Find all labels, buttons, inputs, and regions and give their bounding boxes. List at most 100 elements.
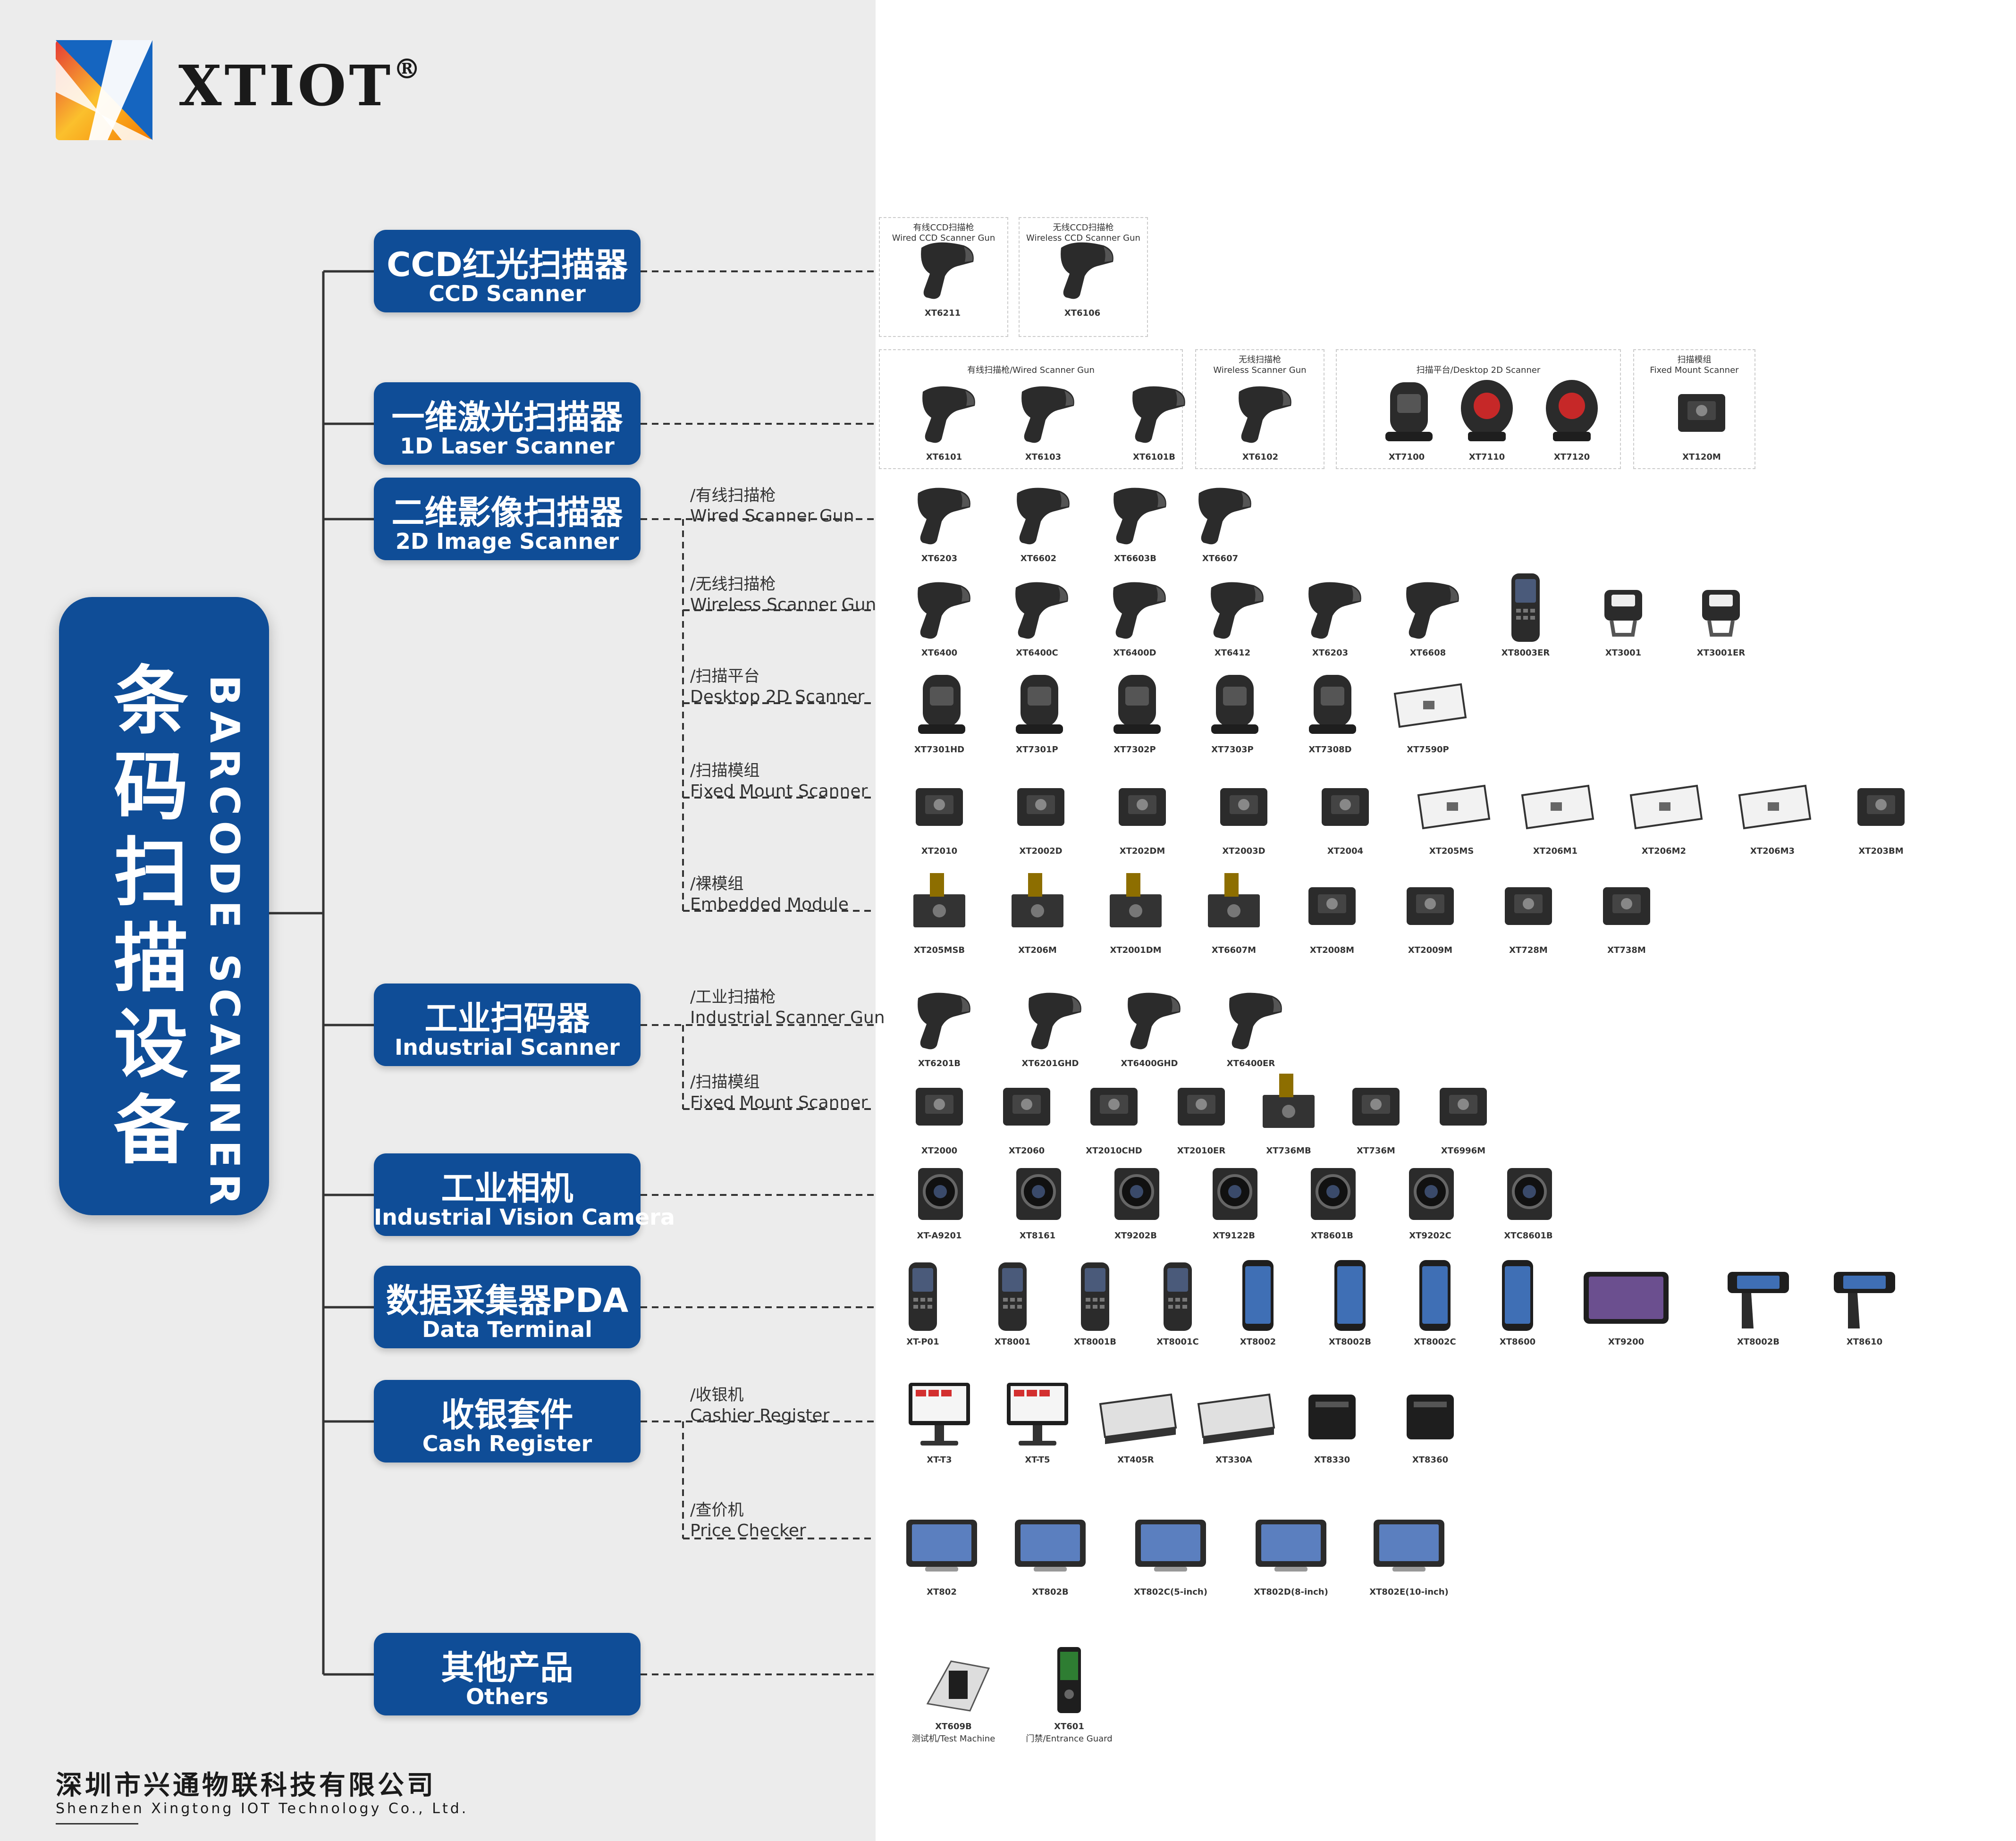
product-model-label: XT3001 — [1605, 648, 1642, 658]
category-title-cn: 其他产品 — [441, 1648, 574, 1687]
category-title-en: Data Terminal — [422, 1317, 592, 1342]
product-model-label: XT8610 — [1846, 1337, 1883, 1347]
gun-scanner-icon — [1198, 488, 1251, 545]
product-model-label: XT802 — [927, 1587, 957, 1597]
gun-scanner-icon — [918, 992, 970, 1050]
product-card: XT601 门禁/Entrance Guard — [1020, 1642, 1119, 1744]
desktop-scanner-icon — [1211, 675, 1258, 734]
product-model-label: XT330A — [1215, 1455, 1252, 1465]
product-model-label: XT7110 — [1468, 452, 1505, 462]
pistol-pda-icon — [1834, 1272, 1895, 1328]
product-model-label: XT8002B — [1737, 1337, 1780, 1347]
flat-scanner-icon — [1521, 784, 1594, 830]
product-card: XT3001 — [1574, 569, 1673, 663]
product-model-label: XT601 — [1054, 1722, 1084, 1732]
product-card: XT8330 — [1282, 1376, 1382, 1470]
product-model-label: XT405R — [1117, 1455, 1154, 1465]
category-title-cn: 二维影像扫描器 — [391, 493, 623, 532]
product-card: XT2010CHD — [1064, 1067, 1164, 1161]
product-model-label: XT2002D — [1019, 846, 1063, 856]
price-checker-icon — [1135, 1520, 1206, 1572]
product-card: XT2009M — [1381, 866, 1480, 960]
product-model-label: XT7302P — [1113, 745, 1156, 755]
product-model-label: XT6602 — [1020, 554, 1057, 563]
product-model-label: XT2010CHD — [1086, 1146, 1142, 1156]
product-model-label: XT203BM — [1858, 846, 1904, 856]
product-card: XT2000 — [890, 1067, 989, 1161]
product-model-label: XT2008M — [1309, 945, 1355, 955]
product-model-label: XT206M3 — [1750, 846, 1795, 856]
product-card: XT9122B — [1184, 1152, 1283, 1246]
board-icon — [1110, 873, 1162, 927]
product-card: XT205MS — [1402, 767, 1501, 861]
product-model-label: XT6106 — [1064, 308, 1101, 318]
price-checker-icon — [906, 1520, 977, 1572]
category-title-cn: 一维激光扫描器 — [391, 398, 623, 437]
product-model-label: XT6400D — [1113, 648, 1156, 658]
product-model-label: XT8003ER — [1501, 648, 1550, 658]
gun-scanner-icon — [1021, 386, 1074, 443]
product-card: XT9200 — [1577, 1258, 1676, 1352]
product-card: XT8002 — [1208, 1258, 1307, 1352]
camera-icon — [1016, 1168, 1061, 1220]
flat-scanner-icon — [1417, 784, 1491, 830]
product-model-label: XT2003D — [1222, 846, 1265, 856]
product-card: XT-T3 — [890, 1376, 989, 1470]
product-card: XT7590P — [1378, 665, 1477, 760]
product-card: XT203BM — [1831, 767, 1931, 861]
product-card: XT2060 — [977, 1067, 1076, 1161]
product-model-label: XT2010 — [921, 846, 958, 856]
module-icon — [1352, 1088, 1400, 1126]
root-node: 条码扫描设备 BARCODE SCANNER — [59, 597, 269, 1215]
camera-icon — [918, 1168, 963, 1220]
handheld-icon — [1081, 1262, 1109, 1331]
product-card: XTC8601B — [1479, 1152, 1578, 1246]
category-title-en: Industrial Scanner — [394, 1034, 620, 1060]
product-model-label: XT2001DM — [1110, 945, 1162, 955]
category-title-cn: 数据采集器PDA — [386, 1281, 629, 1320]
gun-scanner-icon — [1211, 582, 1264, 639]
category-title-en: Cash Register — [422, 1431, 592, 1456]
product-model-label: XT6400ER — [1226, 1059, 1275, 1068]
module-icon — [1220, 788, 1267, 826]
entrance-guard-icon — [1057, 1647, 1081, 1713]
product-model-label: XT736MB — [1266, 1146, 1311, 1156]
phone-icon — [1419, 1260, 1451, 1331]
product-card: XT8002C — [1385, 1258, 1485, 1352]
product-card: XT8001C — [1128, 1258, 1227, 1352]
product-card: XT8002B — [1709, 1258, 1808, 1352]
subcategory-en: Price Checker — [690, 1521, 806, 1540]
product-card: XT6607 — [1171, 474, 1270, 569]
product-model-label: XT7120 — [1553, 452, 1590, 462]
product-card: XT802D(8-inch) — [1241, 1508, 1341, 1602]
product-card: XT2010 — [890, 767, 989, 861]
phone-icon — [1242, 1260, 1274, 1331]
product-model-label: XT6201B — [918, 1059, 961, 1068]
product-model-label: XT7303P — [1211, 745, 1254, 755]
product-card: XT206M2 — [1614, 767, 1713, 861]
product-model-label: XT6607M — [1211, 945, 1257, 955]
module-icon — [1119, 788, 1166, 826]
category-title-en: Others — [465, 1684, 549, 1709]
product-model-label: XT6412 — [1214, 648, 1251, 658]
product-type-label: 门禁/Entrance Guard — [1026, 1734, 1113, 1744]
product-card: XT330A — [1184, 1376, 1283, 1470]
product-card: XT6608 — [1378, 569, 1477, 663]
product-model-label: XT728M — [1509, 945, 1548, 955]
camera-icon — [1311, 1168, 1356, 1220]
product-card: XT3001ER — [1671, 569, 1771, 663]
root-title-cn: 条码扫描设备 — [114, 658, 188, 1174]
product-card: XT9202B — [1086, 1152, 1185, 1246]
product-model-label: XT6203 — [921, 554, 958, 563]
module-icon — [1505, 887, 1552, 925]
subcategory-en: Wireless Scanner Gun — [690, 595, 877, 614]
product-model-label: XT6400GHD — [1121, 1059, 1178, 1068]
company-name-cn: 深圳市兴通物联科技有限公司 — [56, 1770, 436, 1801]
module-icon — [1407, 887, 1454, 925]
footer-underline — [56, 1823, 138, 1824]
product-card: XT8601B — [1282, 1152, 1382, 1246]
